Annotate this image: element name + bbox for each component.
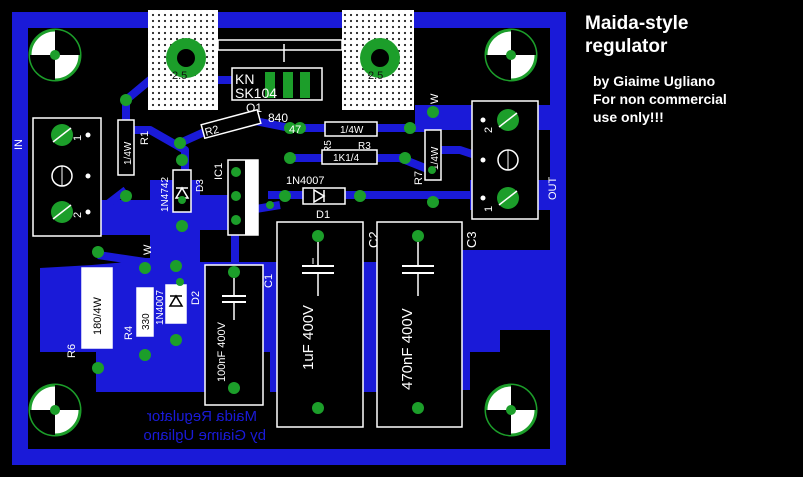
license-line2: use only!!! bbox=[593, 109, 664, 125]
c3-label: C3 bbox=[464, 231, 479, 248]
out-pin1: 1 bbox=[483, 206, 495, 212]
resistor-r2: R2 bbox=[174, 108, 296, 149]
capacitor-c3: 470nF 400V C3 bbox=[376, 221, 479, 428]
sk-label: SK104 bbox=[235, 85, 277, 101]
ic1-label: IC1 bbox=[213, 163, 225, 180]
transistor-q1: KN SK104 Q1 840 bbox=[231, 67, 323, 125]
d3-part: 1N4742 bbox=[160, 177, 171, 212]
r4-w: W bbox=[142, 244, 154, 255]
mount-hole-tr bbox=[484, 28, 538, 82]
in-label: IN bbox=[13, 139, 25, 150]
resistor-r5: 47 1/4W R5 bbox=[289, 121, 416, 153]
terminal-in: IN 1 2 bbox=[13, 117, 102, 237]
side-note: by Giaime Ugliano For non commercial use… bbox=[593, 72, 727, 126]
r3-label: R3 bbox=[358, 141, 371, 152]
license-line1: For non commercial bbox=[593, 91, 727, 107]
d1-part: 1N4007 bbox=[286, 175, 325, 187]
d2-label: D2 bbox=[190, 291, 202, 305]
r6-value: 180/4W bbox=[92, 296, 104, 335]
resistor-r4: 330 R4 W bbox=[123, 244, 154, 361]
vias bbox=[176, 166, 436, 286]
diode-d3: 1N4742 D3 bbox=[160, 154, 206, 232]
kn-label: KN bbox=[235, 71, 254, 87]
out-pin2: 2 bbox=[483, 127, 495, 133]
heatsink-left-label: 2.5 bbox=[172, 70, 187, 82]
r1-label: R1 bbox=[139, 131, 151, 145]
r6-label: R6 bbox=[66, 344, 78, 358]
mount-hole-bl bbox=[28, 383, 82, 437]
r3-value: 1K1/4 bbox=[333, 153, 360, 164]
in-pin1: 1 bbox=[72, 135, 84, 141]
terminal-out: OUT 2 1 bbox=[471, 100, 559, 220]
d3-label: D3 bbox=[195, 179, 206, 192]
out-label: OUT bbox=[547, 177, 559, 201]
mounting-holes bbox=[28, 28, 538, 437]
r7-label: R7 bbox=[413, 171, 425, 185]
resistor-r3: 1K1/4 R3 bbox=[284, 141, 411, 165]
credit-text: by Giaime Ugliano bbox=[593, 73, 716, 89]
capacitor-c2: 1uF 400V C2 bbox=[276, 221, 381, 428]
title-line1: Maida-style bbox=[585, 13, 689, 34]
capacitor-c1: 100nF 400V C1 bbox=[204, 264, 275, 406]
c3-value: 470nF 400V bbox=[399, 308, 416, 390]
resistor-r6: 180/4W R6 bbox=[66, 246, 113, 374]
mirrored-line2: by Giaime Ugliano bbox=[143, 427, 266, 444]
heatsink-bridge bbox=[217, 39, 343, 51]
mount-hole-tl bbox=[28, 28, 82, 82]
mirrored-line1: Maida Regulator bbox=[147, 408, 257, 425]
r5-num: 47 bbox=[289, 124, 301, 136]
heatsink-left: 2.5 bbox=[148, 10, 218, 110]
mount-hole-br bbox=[484, 383, 538, 437]
r1-value: 1/4W bbox=[123, 141, 134, 165]
r5-value: 1/4W bbox=[340, 125, 364, 136]
c1-label: C1 bbox=[263, 274, 275, 288]
heatsink-right: 2.5 bbox=[342, 10, 414, 110]
r7-value: 1/4W bbox=[430, 146, 441, 170]
r4-label: R4 bbox=[123, 326, 135, 340]
q1-part-label: 840 bbox=[268, 111, 288, 125]
r2-label: R2 bbox=[204, 124, 221, 139]
r5-label: R5 bbox=[323, 140, 334, 153]
heatsink-right-label: 2.5 bbox=[368, 70, 383, 82]
diode-d2: 1N4007 D2 bbox=[155, 260, 202, 346]
title-line2: regulator bbox=[585, 36, 668, 57]
c2-value: 1uF 400V bbox=[300, 305, 317, 370]
d2-part: 1N4007 bbox=[155, 290, 166, 325]
side-title: Maida-style regulator bbox=[585, 12, 688, 58]
mirrored-copper-text: Maida Regulator by Giaime Ugliano bbox=[143, 408, 266, 444]
d1-label: D1 bbox=[316, 209, 330, 221]
r4-value: 330 bbox=[141, 313, 152, 330]
ic1-regulator: IC1 bbox=[213, 159, 259, 236]
in-pin2: 2 bbox=[72, 212, 84, 218]
resistor-r1: 1/4W R1 bbox=[117, 94, 151, 202]
r7-w: W bbox=[429, 93, 441, 104]
diode-d1: 1N4007 D1 bbox=[279, 175, 366, 221]
c1-value: 100nF 400V bbox=[216, 321, 228, 382]
